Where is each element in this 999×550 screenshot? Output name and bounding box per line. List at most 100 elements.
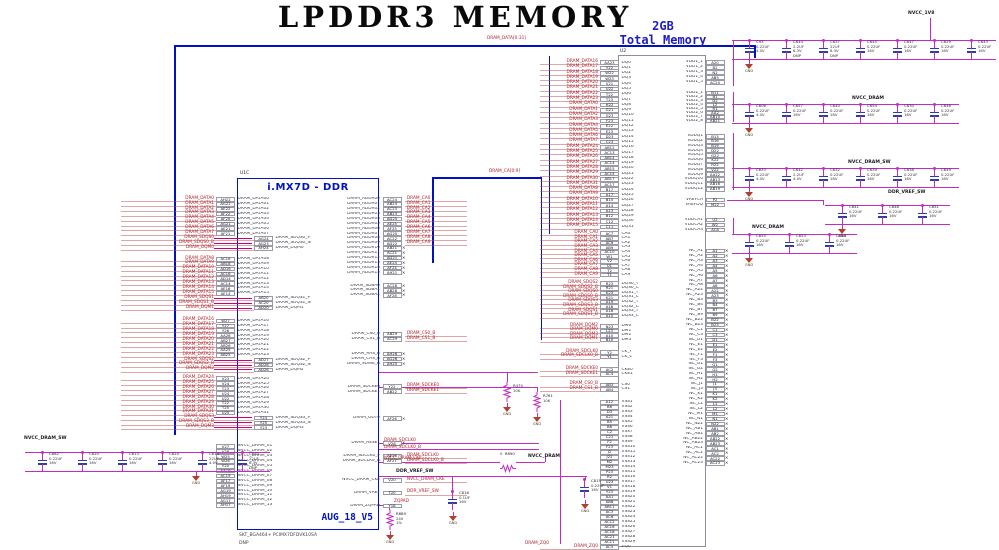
capacitor-icon — [967, 41, 976, 59]
pin-number: AF17 — [216, 478, 235, 484]
cap-value: 22UF — [249, 455, 259, 461]
net-label: DRAM_DATA29 — [121, 400, 216, 406]
pin-name: NVCC_DRAM_10 — [237, 488, 273, 493]
power-rail — [732, 168, 959, 170]
pin-number: AC15 — [600, 171, 619, 177]
cap-refdes: C633 — [756, 167, 766, 172]
no-connect-icon: ✕ — [725, 381, 729, 387]
pin-number: AE22 — [216, 206, 235, 212]
res-refdes: R761 — [543, 393, 553, 398]
pin-name: DQ4 — [621, 81, 631, 86]
no-connect-icon: ✕ — [725, 366, 729, 372]
gnd-label: GND — [744, 263, 754, 267]
memory-size: 2GB — [652, 19, 674, 33]
pin-name: DRAM_DATA09 — [237, 261, 269, 266]
net-label-nvcc-dram-cke: NVCC_DRAM_CKE — [384, 456, 422, 461]
pin-number: U24 — [216, 391, 235, 396]
pin-name: DRAM_DATA16 — [237, 318, 269, 323]
net-label: DRAM_SDCLK0_B — [540, 354, 600, 360]
pin-number: T22 — [600, 92, 619, 97]
net-label: DRAM_SDQS1_B — [540, 312, 600, 319]
pin-name: B22 — [625, 318, 706, 322]
cap-refdes: C630 — [904, 103, 914, 108]
pin-name: VSS20 — [621, 495, 636, 500]
pin-name: DRAM_DQM3 — [275, 425, 304, 430]
net-label: DRAM_CS1_B — [405, 336, 467, 342]
cap-value: 0.22UF — [796, 237, 810, 243]
net-label-zqpad: ZQPAD — [394, 499, 409, 504]
no-connect-icon: ✕ — [725, 262, 729, 268]
power-rail — [732, 104, 959, 106]
no-connect-icon: ✕ — [725, 391, 729, 397]
cap-refdes: C629 — [941, 39, 951, 44]
cap-voltage: 4.0V — [756, 112, 765, 118]
pin-name: L2 — [625, 407, 706, 411]
ground-rail — [732, 123, 959, 124]
net-label: DRAM_SDCLK0 — [405, 453, 467, 460]
pin-number: AH24 — [254, 246, 273, 251]
pin-number: R23 — [600, 281, 619, 287]
capacitor-icon — [918, 206, 927, 224]
capacitor-icon — [745, 235, 754, 253]
pin-number: AB22 — [705, 436, 725, 441]
pin-name: DQ7 — [621, 97, 631, 102]
wire-vrefca — [727, 200, 824, 201]
pin-name: K2 — [625, 397, 706, 401]
pin-number: F23 — [600, 444, 619, 450]
cap-voltage: 16V — [830, 112, 838, 118]
pin-name: B23 — [625, 323, 706, 327]
capacitor-icon — [930, 41, 939, 59]
net-label: DRAM_CA3 — [405, 211, 467, 217]
pin-number: AF27 — [382, 458, 402, 464]
net-label: DRAM_CA5 — [540, 253, 600, 260]
pin-name: A6 — [625, 274, 706, 278]
pin-name: VDD2_3 — [685, 98, 703, 103]
cap-refdes: C655 — [756, 233, 766, 238]
pin-number: E1 — [705, 342, 725, 348]
capacitor-icon — [856, 41, 865, 59]
net-label: DRAM_DATA23 — [121, 352, 216, 358]
cap-refdes: C637 — [830, 39, 840, 44]
no-connect-icon: ✕ — [402, 360, 406, 366]
cap-voltage: 16V — [904, 48, 912, 54]
net-label: DRAM_CA8 — [405, 235, 467, 242]
pin-number: V2 — [600, 259, 619, 264]
pin-number: A20 — [705, 60, 725, 65]
pin-number: W27 — [216, 318, 235, 324]
pin-name: DRAM_ADDR08 — [347, 236, 380, 241]
pin-number: AB7 — [600, 236, 619, 241]
pin-name: VSS22 — [621, 505, 636, 510]
net-label: DRAM_DATA24 — [540, 144, 600, 151]
net-label: DRAM_DQM2 — [540, 323, 600, 330]
ca-bus-vertical-left — [432, 177, 434, 263]
pin-number: V23 — [216, 376, 235, 382]
soc-version: AUG_18_V5 — [321, 512, 373, 523]
